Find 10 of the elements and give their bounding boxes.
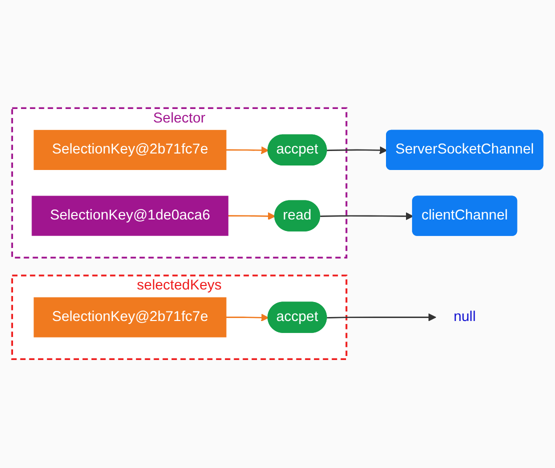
- arrow: [226, 314, 269, 322]
- node-box: SelectionKey@1de0aca6: [32, 196, 228, 236]
- node-box: SelectionKey@2b71fc7e: [34, 130, 226, 170]
- node-text: null: [454, 310, 476, 325]
- node-box: SelectionKey@2b71fc7e: [34, 298, 226, 338]
- arrow: [226, 146, 269, 155]
- arrow: [326, 146, 388, 155]
- arrow: [326, 314, 436, 322]
- arrow: [228, 212, 276, 220]
- arrow: [320, 212, 414, 220]
